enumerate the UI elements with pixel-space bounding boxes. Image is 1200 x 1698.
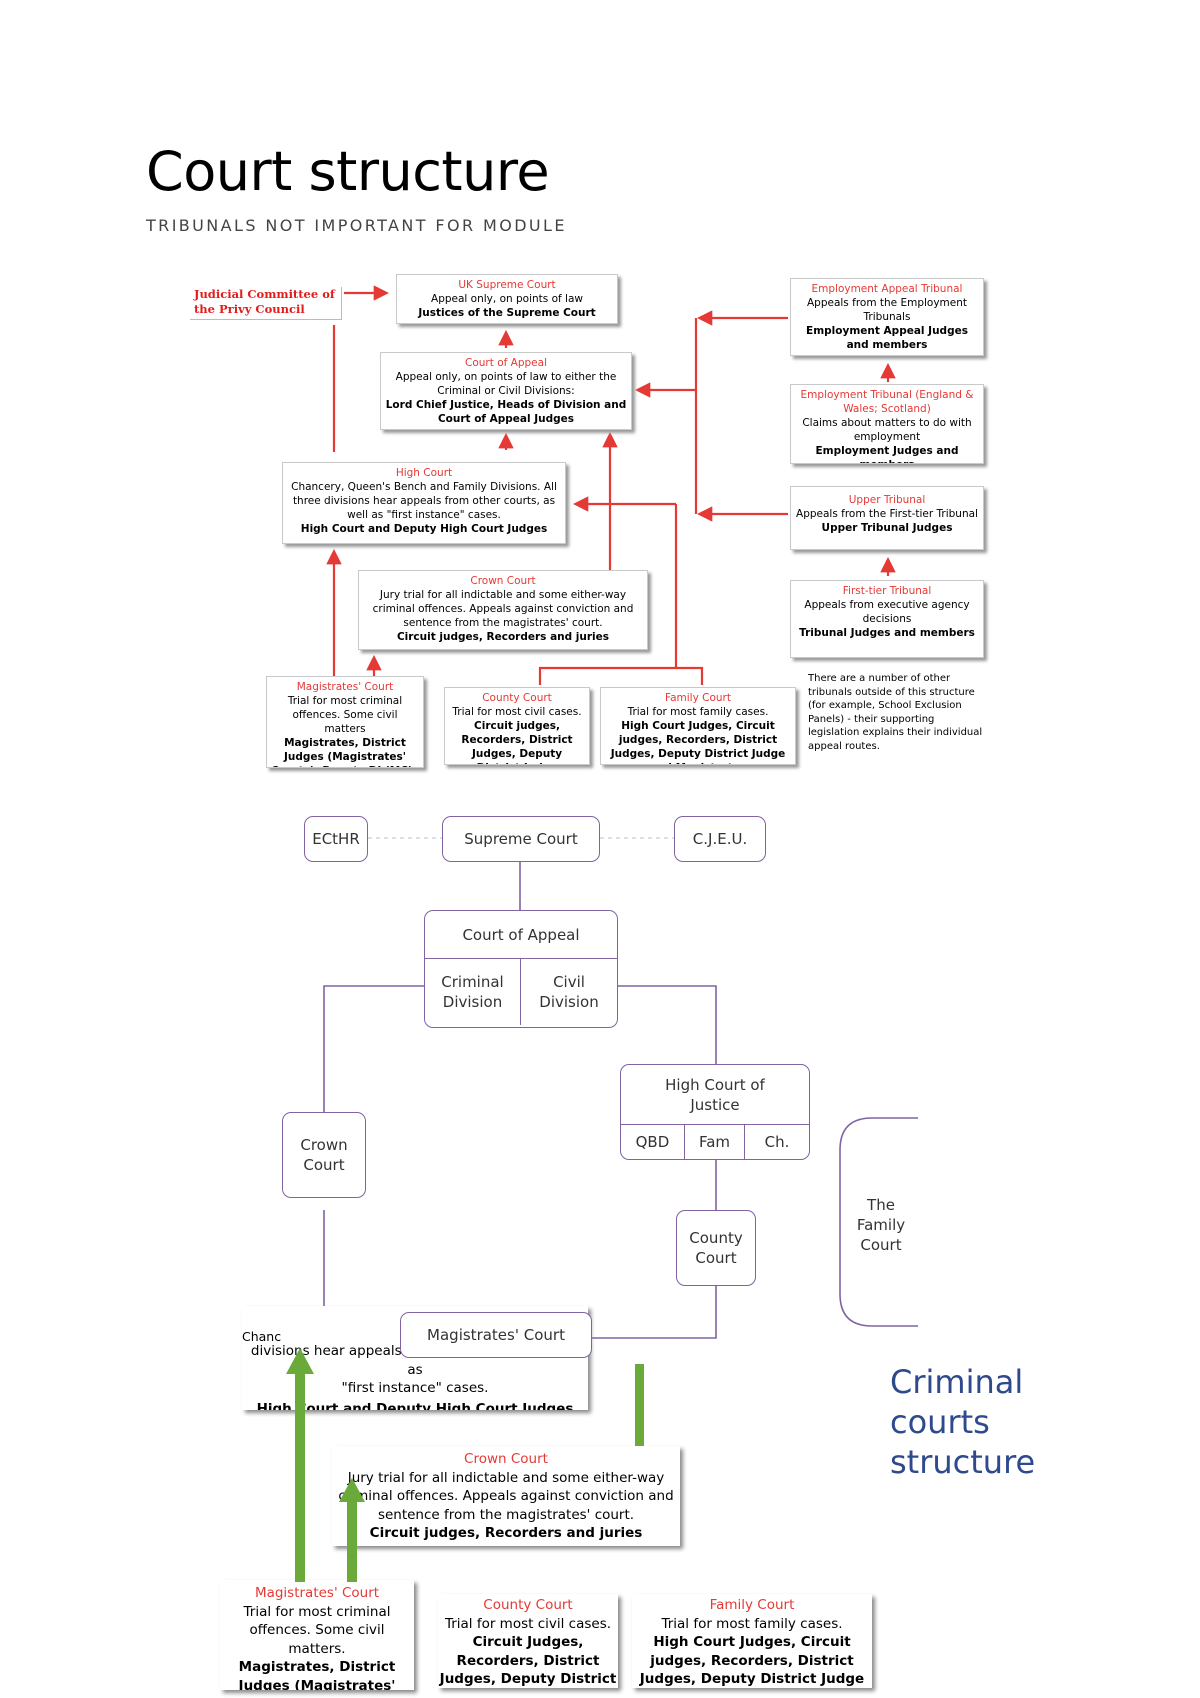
box-judges: Circuit judges, Recorders and juries xyxy=(369,1525,643,1541)
box-heading: Crown Court xyxy=(470,575,536,587)
family-court-label: The Family Court xyxy=(846,1192,916,1258)
box-heading: Upper Tribunal xyxy=(848,494,926,506)
page-title: Court structure xyxy=(146,140,550,203)
box-judges: High Court Judges, Circuit judges, Recor… xyxy=(639,1634,865,1687)
family-court-box: Family Court Trial for most family cases… xyxy=(632,1594,872,1688)
box-text: Trial for most family cases. xyxy=(661,1615,843,1632)
magistrates-court-box: Magistrates' Court Trial for most crimin… xyxy=(266,676,424,768)
page-subtitle: TRIBUNALS NOT IMPORTANT FOR MODULE xyxy=(146,216,567,235)
high-court-box: High Court Chancery, Queen's Bench and F… xyxy=(282,462,566,544)
box-judges: Lord Chief Justice, Heads of Division an… xyxy=(385,399,627,425)
box-text: Chancery, Queen's Bench and Family Divis… xyxy=(291,481,557,521)
box-heading: Court of Appeal xyxy=(465,357,547,369)
crown-court-box: Crown Court Jury trial for all indictabl… xyxy=(358,570,648,650)
box-heading: First-tier Tribunal xyxy=(842,585,932,597)
box-judges: Circuit Judges, Recorders, District Judg… xyxy=(439,1634,617,1687)
civil-division-cell: Civil Division xyxy=(539,973,599,1011)
qbd-cell: QBD xyxy=(621,1125,685,1159)
jcpc-box: Judicial Committee of the Privy Council xyxy=(190,287,342,320)
box-text: Trial for most civil cases. xyxy=(452,706,582,718)
box-heading: Magistrates' Court xyxy=(254,1585,380,1601)
box-heading: Family Court xyxy=(665,692,731,704)
criminal-division-cell: Criminal Division xyxy=(425,959,521,1025)
high-court-of-justice-node: High Court of Justice QBD Fam Ch. xyxy=(620,1064,810,1160)
box-judges: Tribunal Judges and members xyxy=(799,627,975,639)
box-judges: Justices of the Supreme Court xyxy=(418,307,596,319)
box-heading: Crown Court xyxy=(464,1451,548,1467)
box-judges: High Court and Deputy High Court Judges xyxy=(256,1400,574,1411)
box-heading: Employment Tribunal (England & Wales; Sc… xyxy=(800,389,974,415)
jcpc-line-1: Judicial Committee of xyxy=(194,287,335,301)
box-text: Jury trial for all indictable and some e… xyxy=(338,1469,674,1523)
crown-court-node: Crown Court xyxy=(282,1112,366,1198)
node-label: Magistrates' Court xyxy=(427,1326,565,1344)
box-heading: County Court xyxy=(483,1597,573,1613)
cjeu-node: C.J.E.U. xyxy=(674,816,766,862)
node-label: C.J.E.U. xyxy=(692,830,748,848)
box-heading: High Court xyxy=(395,467,453,479)
magistrates-court-box: Magistrates' Court Trial for most crimin… xyxy=(220,1580,414,1690)
box-judges: High Court and Deputy High Court Judges xyxy=(300,523,548,535)
box-text: Appeal only, on points of law to either … xyxy=(395,371,617,397)
employment-appeal-tribunal-box: Employment Appeal Tribunal Appeals from … xyxy=(790,278,984,356)
box-judges: Circuit judges, Recorders and juries xyxy=(396,631,610,643)
node-label: The Family Court xyxy=(856,1196,906,1254)
box-text: Jury trial for all indictable and some e… xyxy=(372,589,634,629)
upper-tribunal-box: Upper Tribunal Appeals from the First-ti… xyxy=(790,486,984,550)
node-label: Court of Appeal xyxy=(425,911,617,959)
ch-cell: Ch. xyxy=(764,1133,790,1151)
node-label: Crown Court xyxy=(300,1136,348,1174)
node-label: ECtHR xyxy=(312,830,360,848)
county-court-node: County Court xyxy=(676,1210,756,1286)
crown-court-box: Crown Court Jury trial for all indictabl… xyxy=(332,1446,680,1546)
box-text: Appeals from executive agency decisions xyxy=(804,599,970,625)
court-of-appeal-node: Court of Appeal Criminal Division Civil … xyxy=(424,910,618,1028)
family-court-box: Family Court Trial for most family cases… xyxy=(600,687,796,765)
fam-cell: Fam xyxy=(685,1125,746,1159)
box-text: Trial for most family cases. xyxy=(627,706,769,718)
box-text: Appeals from the First-tier Tribunal xyxy=(796,508,978,520)
county-court-box: County Court Trial for most civil cases.… xyxy=(438,1594,618,1688)
box-judges: Magistrates, District Judges (Magistrate… xyxy=(238,1659,396,1690)
node-label: High Court of Justice xyxy=(621,1065,809,1125)
box-heading: County Court xyxy=(482,692,552,704)
jcpc-line-2: the Privy Council xyxy=(194,302,305,316)
chart-arrows xyxy=(326,285,896,685)
box-judges: Magistrates, District Judges (Magistrate… xyxy=(271,737,419,767)
first-tier-tribunal-box: First-tier Tribunal Appeals from executi… xyxy=(790,580,984,658)
box-text: Appeals from the Employment Tribunals xyxy=(806,297,968,323)
box-heading: UK Supreme Court xyxy=(458,279,556,291)
county-court-box: County Court Trial for most civil cases.… xyxy=(444,687,590,765)
ecthr-node: ECtHR xyxy=(304,816,368,862)
box-text: Appeal only, on points of law xyxy=(431,293,583,305)
criminal-courts-label: Criminal courts structure xyxy=(890,1363,1036,1481)
box-heading: Magistrates' Court xyxy=(296,681,394,693)
box-text: Trial for most civil cases. xyxy=(444,1615,612,1632)
box-text: "first instance" cases. xyxy=(341,1380,489,1396)
box-heading: Family Court xyxy=(709,1597,795,1613)
box-text: Claims about matters to do with employme… xyxy=(802,417,972,443)
box-judges: Upper Tribunal Judges xyxy=(821,522,953,534)
employment-tribunal-box: Employment Tribunal (England & Wales; Sc… xyxy=(790,384,984,464)
box-judges: Employment Appeal Judges and members xyxy=(806,325,968,351)
node-label: Supreme Court xyxy=(464,830,578,848)
box-text-fragment: Chanc xyxy=(242,1329,282,1344)
box-text: Trial for most criminal offences. Some c… xyxy=(243,1603,391,1657)
supreme-court-node: Supreme Court xyxy=(442,816,600,862)
organogram-lines xyxy=(323,837,918,1339)
box-judges: Circuit judges, Recorders, District Judg… xyxy=(461,720,573,764)
node-label: County Court xyxy=(689,1229,743,1267)
tribunals-note: There are a number of other tribunals ou… xyxy=(808,673,983,752)
court-of-appeal-box: Court of Appeal Appeal only, on points o… xyxy=(380,352,632,430)
box-text: Trial for most criminal offences. Some c… xyxy=(287,695,403,735)
magistrates-court-node: Magistrates' Court xyxy=(400,1312,592,1358)
box-judges: Employment Judges and members xyxy=(815,445,959,463)
supreme-court-box: UK Supreme Court Appeal only, on points … xyxy=(396,274,618,324)
box-judges: High Court Judges, Circuit judges, Recor… xyxy=(610,720,786,764)
green-arrows xyxy=(286,1348,644,1582)
box-heading: Employment Appeal Tribunal xyxy=(811,283,963,295)
